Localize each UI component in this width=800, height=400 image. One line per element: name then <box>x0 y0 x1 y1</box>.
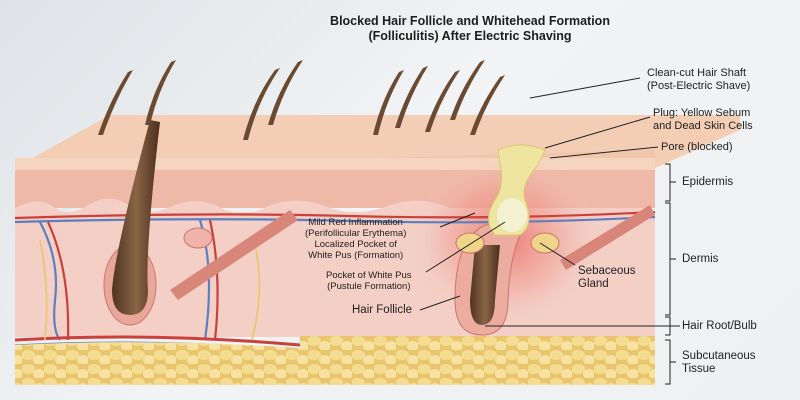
blocked-follicle <box>454 144 560 336</box>
layer-label-subcutaneous: Subcutaneous Tissue <box>682 350 756 375</box>
layer-label-dermis: Dermis <box>682 253 719 265</box>
skin-surface <box>15 115 740 168</box>
normal-hair-follicle <box>103 120 213 326</box>
callout-plug: Plug: Yellow Sebum and Dead Skin Cells <box>653 107 753 132</box>
layer-brackets <box>665 163 676 385</box>
callout-pus-pocket: Pocket of White Pus (Pustule Formation) <box>326 270 412 292</box>
diagram-title-line2: (Folliculitis) After Electric Shaving <box>368 29 572 43</box>
hair-shafts <box>98 60 505 140</box>
callout-leader-lines <box>419 77 680 327</box>
diagram-title: Blocked Hair Follicle and Whitehead Form… <box>300 14 640 44</box>
nerves <box>39 239 261 341</box>
callout-pore: Pore (blocked) <box>661 141 733 153</box>
layer-label-hair-root: Hair Root/Bulb <box>682 320 757 332</box>
callout-hair-follicle: Hair Follicle <box>352 304 413 316</box>
diagram-title-line1: Blocked Hair Follicle and Whitehead Form… <box>330 14 610 28</box>
callout-sebaceous-gland: Sebaceous Gland <box>578 265 636 290</box>
arrector-pili-muscles <box>170 205 655 300</box>
callout-hair-shaft: Clean-cut Hair Shaft (Post-Electric Shav… <box>647 67 751 92</box>
callout-inflammation: Mild Red Inflammation (Perifollicular Er… <box>305 217 407 261</box>
layer-label-epidermis: Epidermis <box>682 176 734 188</box>
subcutaneous-layer <box>15 336 655 385</box>
skin-block-side <box>655 115 740 168</box>
